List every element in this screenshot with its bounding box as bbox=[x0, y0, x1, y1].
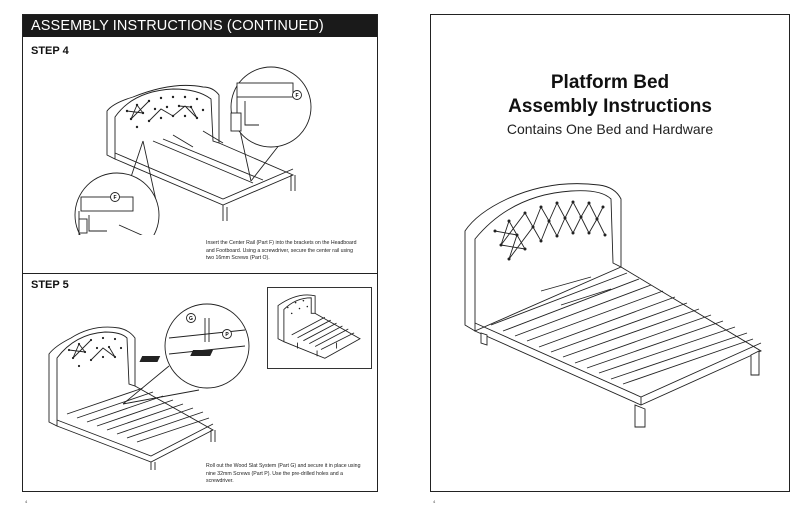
part-label-p: P bbox=[225, 332, 229, 338]
cover-title: Platform Bed Assembly Instructions bbox=[431, 71, 789, 119]
step-divider bbox=[23, 273, 377, 274]
cover-title-line-2: Assembly Instructions bbox=[508, 96, 712, 117]
step-5-inset bbox=[267, 287, 372, 369]
part-label-f-bottom: F bbox=[113, 195, 116, 201]
step-5-caption: Roll out the Wood Slat System (Part G) a… bbox=[206, 463, 361, 484]
section-header: ASSEMBLY INSTRUCTIONS (CONTINUED) bbox=[23, 15, 377, 37]
part-label-f-top: F bbox=[295, 93, 298, 99]
page-number: 4 bbox=[433, 499, 436, 504]
page-number: 4 bbox=[25, 499, 28, 504]
step-4-label: STEP 4 bbox=[31, 45, 69, 57]
right-page: Platform Bed Assembly Instructions Conta… bbox=[430, 14, 790, 504]
step-4-caption: Insert the Center Rail (Part F) into the… bbox=[206, 240, 357, 261]
step-4-illustration: F F O bbox=[74, 66, 312, 235]
step-5-label: STEP 5 bbox=[31, 279, 69, 291]
part-label-g: G bbox=[189, 316, 193, 322]
headboard-drawing bbox=[106, 84, 220, 160]
left-page: ASSEMBLY INSTRUCTIONS (CONTINUED) STEP 4 bbox=[22, 14, 378, 504]
assembled-bed-illustration bbox=[464, 183, 762, 428]
step-5-illustration: G P bbox=[48, 303, 250, 470]
cover-title-block: Platform Bed Assembly Instructions Conta… bbox=[431, 71, 789, 138]
cover-title-line-1: Platform Bed bbox=[550, 72, 670, 93]
cover-subtitle: Contains One Bed and Hardware bbox=[506, 121, 714, 137]
